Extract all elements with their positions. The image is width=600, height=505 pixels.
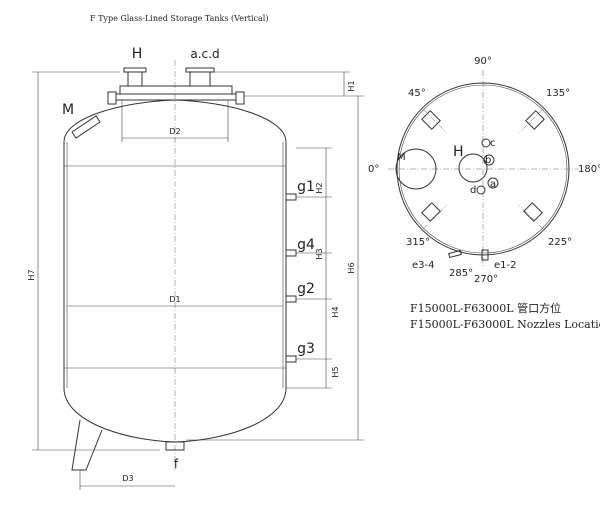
angle-180: 180° <box>578 164 600 175</box>
nozzle-g2 <box>285 295 297 303</box>
plan-nozzle-e12 <box>481 249 489 261</box>
dim-D1: D1 <box>67 295 283 307</box>
lug-225 <box>518 202 544 230</box>
nozzle-H-flange <box>123 67 147 73</box>
label-acd: a.c.d <box>190 47 219 61</box>
plan-label-c: c <box>490 138 496 149</box>
plan-label-H: H <box>453 144 464 160</box>
plan-nozzle-d <box>476 185 486 195</box>
dim-H6: H6 <box>186 95 364 441</box>
label-g4: g4 <box>297 237 315 253</box>
drawing-title: F Type Glass-Lined Storage Tanks (Vertic… <box>90 14 268 23</box>
angle-45: 45° <box>408 88 426 99</box>
angle-270: 270° <box>474 274 498 285</box>
label-D3: D3 <box>122 474 133 483</box>
nozzle-top-right <box>235 91 245 105</box>
lug-135 <box>518 108 545 134</box>
label-H4: H4 <box>331 306 340 317</box>
lug-45 <box>421 108 448 134</box>
plan-nozzle-a <box>487 177 499 189</box>
dim-H7: H7 <box>27 71 160 451</box>
manway-M <box>71 115 101 139</box>
support-leg <box>71 419 103 471</box>
label-H5: H5 <box>331 366 340 377</box>
plan-label-d: d <box>470 185 476 196</box>
plan-nozzle-c <box>481 138 491 148</box>
nozzle-acd-flange <box>185 67 215 73</box>
angle-315: 315° <box>406 237 430 248</box>
label-g2: g2 <box>297 281 315 297</box>
nozzle-f <box>165 441 185 451</box>
plan-label-e34: e3-4 <box>412 260 435 271</box>
nozzle-g1 <box>285 193 297 201</box>
nozzle-acd-neck <box>189 71 211 87</box>
label-D2: D2 <box>169 127 180 136</box>
lug-315 <box>421 202 448 230</box>
label-M: M <box>62 102 74 118</box>
plan-label-a: a <box>490 179 496 190</box>
plan-label-e12: e1-2 <box>494 260 517 271</box>
angle-90: 90° <box>474 56 492 67</box>
angle-285: 285° <box>449 268 473 279</box>
plan-nozzle-H <box>458 153 488 183</box>
nozzle-g4 <box>285 249 297 257</box>
nozzle-top-left <box>107 91 117 105</box>
label-H1: H1 <box>347 80 356 91</box>
caption-cn: F15000L-F63000L 管口方位 <box>410 301 561 315</box>
angle-225: 225° <box>548 237 572 248</box>
label-D1: D1 <box>169 295 180 304</box>
plan-manway-M <box>395 148 437 190</box>
plan-nozzle-b <box>483 154 495 166</box>
label-H7: H7 <box>27 269 36 280</box>
label-g3: g3 <box>297 341 315 357</box>
label-H2: H2 <box>315 182 324 193</box>
plan-nozzle-e34 <box>448 249 462 259</box>
nozzle-H-neck <box>127 71 143 87</box>
top-head <box>63 99 287 143</box>
nozzle-g3 <box>285 355 297 363</box>
plan-label-M: M <box>397 152 406 163</box>
top-neck <box>119 85 233 95</box>
label-H: H <box>132 46 143 62</box>
dim-D2: D2 <box>121 100 229 142</box>
dim-H2-H5: H2 H3 H4 H5 <box>286 147 340 389</box>
nozzle-plan-view <box>388 70 578 268</box>
tank-elevation <box>63 60 297 471</box>
dim-H1: H1 <box>214 71 356 96</box>
plan-label-b: b <box>485 155 491 166</box>
angle-0: 0° <box>368 164 379 175</box>
label-H6: H6 <box>347 262 356 273</box>
top-flange <box>115 93 237 101</box>
caption-en: F15000L-F63000L Nozzles Location <box>410 318 600 331</box>
label-g1: g1 <box>297 179 315 195</box>
angle-135: 135° <box>546 88 570 99</box>
label-f: f <box>174 457 179 471</box>
dim-D3: D3 <box>79 470 175 490</box>
label-H3: H3 <box>315 248 324 259</box>
